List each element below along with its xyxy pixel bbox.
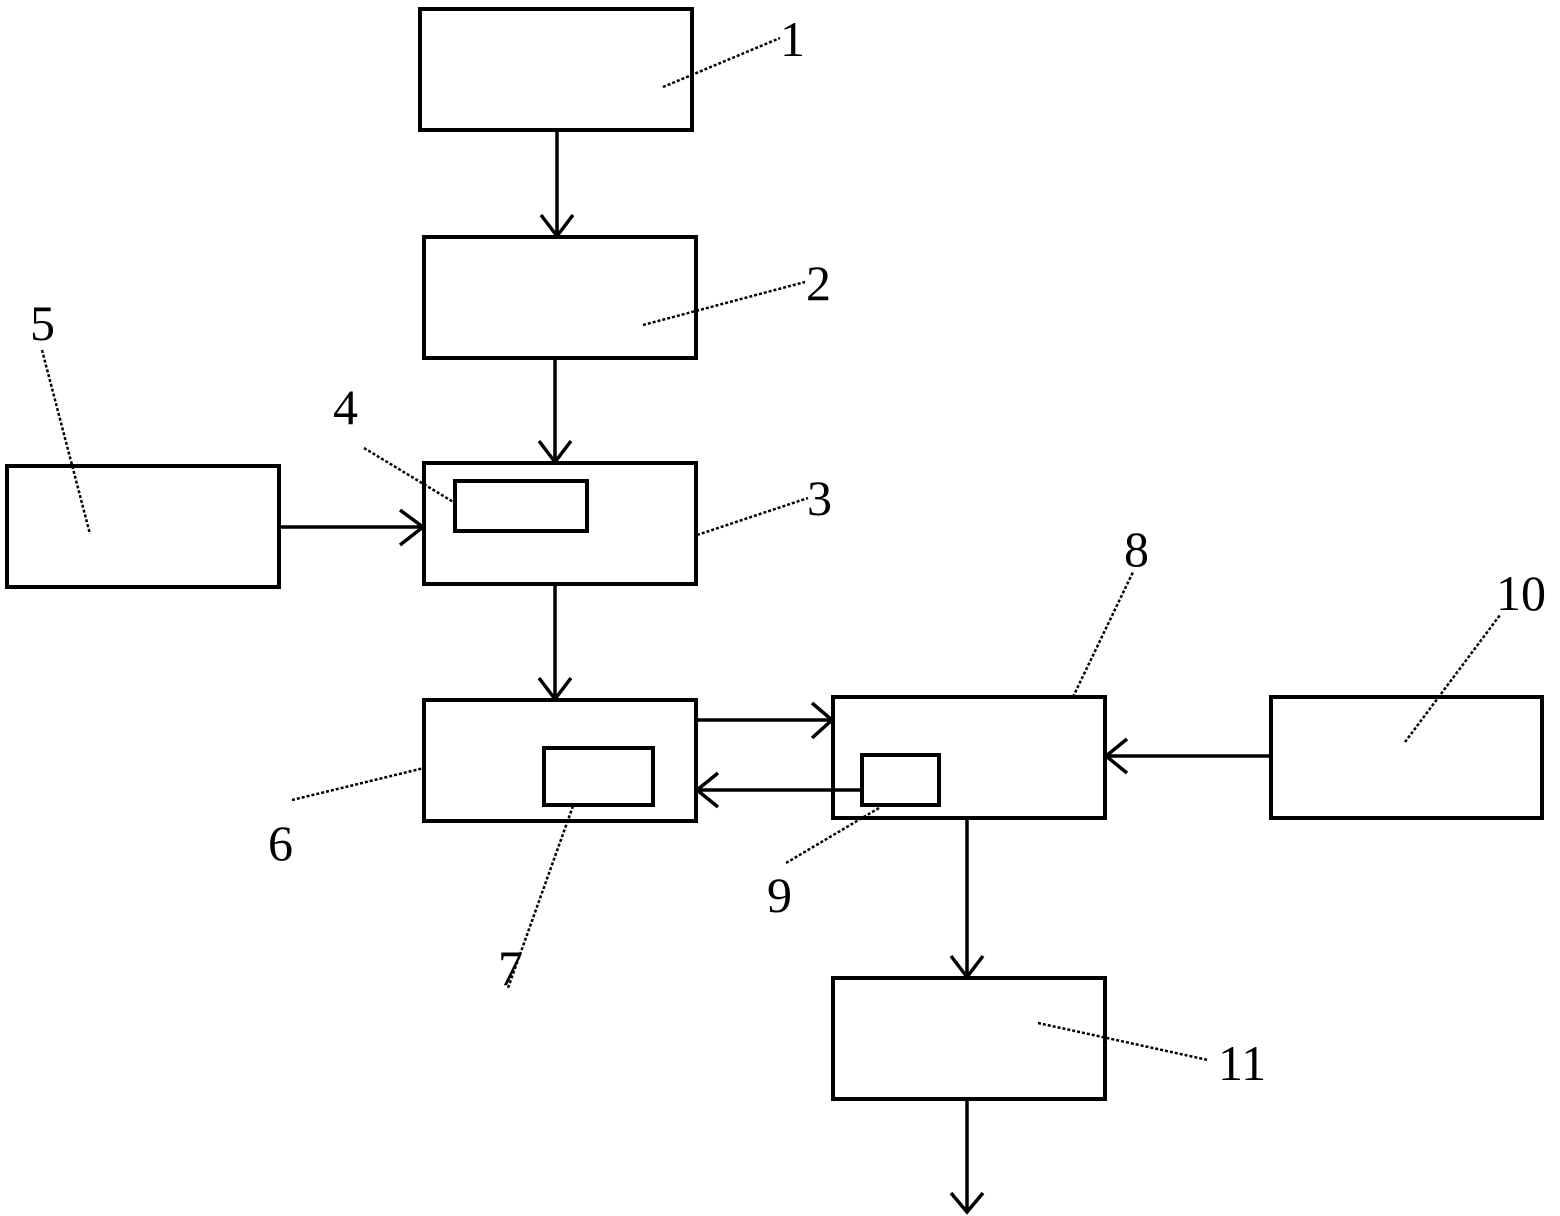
block-1 xyxy=(418,7,694,132)
label-1: 1 xyxy=(780,11,805,67)
label-4: 4 xyxy=(333,379,358,435)
block-2 xyxy=(422,235,698,360)
block-5 xyxy=(5,464,281,589)
block-8 xyxy=(831,695,1107,820)
leader-10 xyxy=(1403,614,1502,743)
leader-11 xyxy=(1037,1021,1209,1062)
leader-5 xyxy=(40,349,92,535)
arrow-6-to-8 xyxy=(696,701,835,740)
arrow-10-to-8 xyxy=(1103,737,1271,775)
arrow-9-to-6 xyxy=(694,771,862,809)
arrow-1-to-2 xyxy=(539,130,575,239)
label-10: 10 xyxy=(1496,565,1546,621)
arrow-5-to-3 xyxy=(279,508,426,547)
arrow-11-out xyxy=(949,1099,985,1215)
label-8: 8 xyxy=(1124,521,1149,577)
leader-7 xyxy=(506,805,575,989)
label-7: 7 xyxy=(498,940,523,996)
arrow-8-to-11 xyxy=(949,818,985,980)
label-2: 2 xyxy=(806,255,831,311)
block-10 xyxy=(1269,695,1544,820)
leader-1 xyxy=(662,36,781,89)
label-6: 6 xyxy=(268,815,293,871)
label-3: 3 xyxy=(807,470,832,526)
block-9-inner xyxy=(860,753,941,807)
leader-2 xyxy=(642,280,806,327)
block-6 xyxy=(422,698,698,823)
block-4-inner xyxy=(453,479,589,533)
label-11: 11 xyxy=(1218,1035,1266,1091)
leader-3 xyxy=(696,496,809,537)
block-11 xyxy=(831,976,1107,1101)
block-3 xyxy=(422,461,698,586)
label-9: 9 xyxy=(767,867,792,923)
label-5: 5 xyxy=(30,295,55,351)
arrow-3-to-6 xyxy=(537,584,573,702)
leader-9 xyxy=(785,806,880,865)
arrow-2-to-3 xyxy=(537,358,573,465)
leader-6 xyxy=(291,766,425,802)
block-7-inner xyxy=(542,746,655,807)
leader-8 xyxy=(1071,571,1135,698)
leader-4 xyxy=(363,446,456,505)
